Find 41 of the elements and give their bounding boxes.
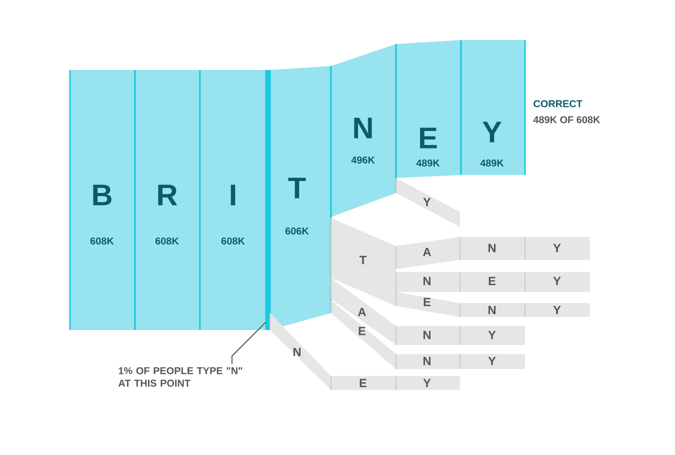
- letter-cell: N: [460, 302, 525, 318]
- letter-column: I 608K: [199, 70, 267, 330]
- letter-cell: N: [270, 312, 331, 390]
- letter-column: E 489K: [395, 40, 462, 178]
- letter-cell: N: [396, 326, 460, 346]
- node-label: E: [424, 298, 431, 306]
- side-label: 489K OF 608K: [533, 116, 600, 124]
- letter-cell: Y: [524, 302, 590, 318]
- divider-bar: [266, 70, 270, 330]
- letter-column: N 496K: [330, 44, 397, 217]
- letter-column: T 606K: [269, 66, 332, 330]
- node-label: E: [488, 276, 496, 286]
- letter-cell: E: [330, 376, 396, 390]
- letter-cell: Y: [460, 354, 525, 370]
- node-label: A: [358, 308, 366, 316]
- letter-cell: Y: [396, 376, 460, 390]
- node-label: N: [423, 276, 431, 286]
- letter-cell: Y: [396, 178, 460, 227]
- letter-cell: E: [460, 272, 525, 292]
- letter-cell: N: [396, 272, 460, 292]
- side-label: CORRECT: [534, 100, 582, 108]
- letter-cell: T: [330, 218, 396, 306]
- node-label: E: [358, 326, 366, 336]
- node-label: N: [423, 356, 431, 366]
- annotation-text: 1% OF PEOPLE TYPE "N" AT THIS POINT: [118, 367, 242, 387]
- letter-column: R 608K: [134, 70, 201, 330]
- node-label: A: [422, 248, 431, 256]
- node-label: N: [488, 306, 496, 314]
- node-label: N: [488, 244, 496, 252]
- letter-cell: N: [396, 354, 460, 370]
- node-label: T: [359, 256, 367, 264]
- letter-cell: Y: [524, 272, 590, 292]
- node-label: N: [423, 330, 431, 340]
- letter-cell: E: [396, 292, 460, 317]
- letter-cell: N: [460, 236, 525, 260]
- letter-column: B 608K: [69, 70, 136, 330]
- letter-cell: A: [396, 237, 460, 270]
- node-label: E: [360, 378, 367, 388]
- letter-column: Y 489K: [460, 40, 526, 175]
- letter-cell: Y: [460, 326, 525, 346]
- letter-cell: Y: [524, 236, 590, 260]
